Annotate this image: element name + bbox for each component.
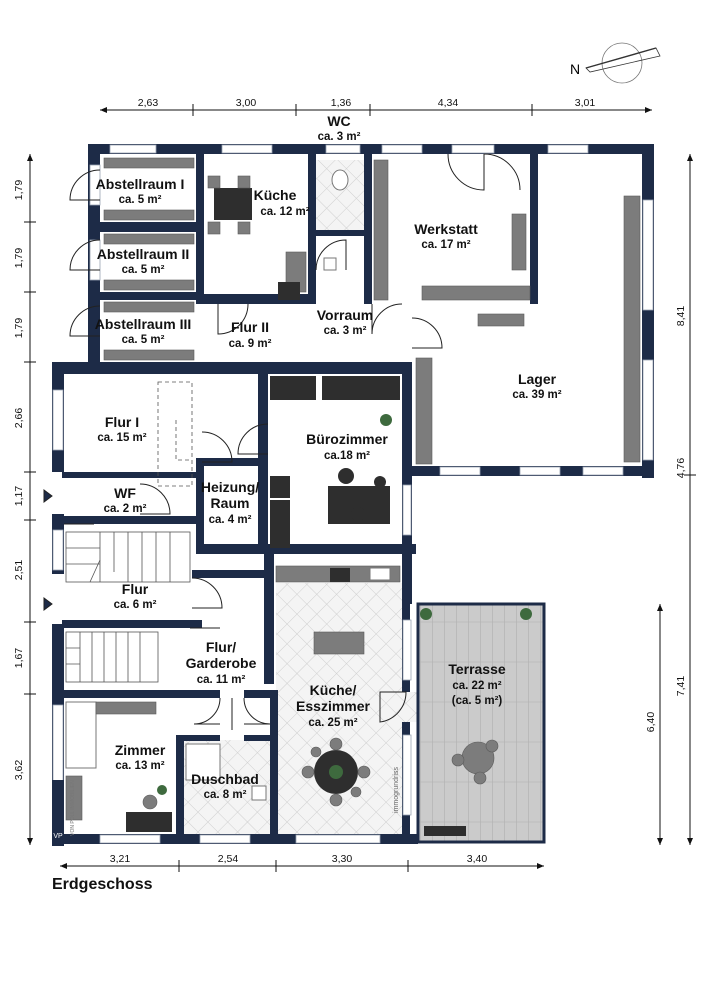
room-wc-name: WC <box>327 113 350 129</box>
dim-bottom-4: 3,40 <box>467 853 488 865</box>
dimension-lines <box>24 104 696 872</box>
room-zimmer-name: Zimmer <box>115 742 166 758</box>
dim-top-2: 3,00 <box>236 97 257 109</box>
floor-areas <box>60 150 652 844</box>
room-vorraum-area: ca. 3 m² <box>324 325 367 337</box>
dim-bottom-1: 3,21 <box>110 853 131 865</box>
dim-left-7: 1,67 <box>13 648 25 669</box>
floor-title: Erdgeschoss <box>52 876 153 893</box>
dim-right-2: 4,76 <box>675 458 687 479</box>
room-wf-area: ca. 2 m² <box>104 503 147 515</box>
stairs <box>65 381 193 683</box>
room-labels: Abstellraum I ca. 5 m² Abstellraum II ca… <box>95 113 562 801</box>
room-flur2-name: Flur II <box>231 319 269 335</box>
compass-north-label: N <box>570 61 580 77</box>
room-garderobe-area: ca. 11 m² <box>197 674 246 686</box>
logo: VP VON POLL IMMOBILIEN <box>52 780 76 840</box>
dim-left-5: 1,17 <box>13 486 25 507</box>
room-terrasse-name: Terrasse <box>448 661 506 677</box>
room-abstell2-name: Abstellraum II <box>97 246 190 262</box>
room-garderobe-name-2: Garderobe <box>186 655 257 671</box>
room-buero-name: Bürozimmer <box>306 431 388 447</box>
dim-top-1: 2,63 <box>138 97 159 109</box>
plant-icons <box>157 414 532 795</box>
logo-mark: VP <box>53 833 63 840</box>
dim-top-3: 1,36 <box>331 97 352 109</box>
room-abstell1-name: Abstellraum I <box>96 176 185 192</box>
room-flur2-area: ca. 9 m² <box>229 338 272 350</box>
room-buero-area: ca.18 m² <box>324 450 370 462</box>
room-wc-area: ca. 3 m² <box>318 131 361 143</box>
dim-left-3: 1,79 <box>13 318 25 339</box>
windows <box>52 144 654 844</box>
room-abstell2-area: ca. 5 m² <box>122 264 165 276</box>
doors <box>43 153 521 730</box>
dim-left-4: 2,66 <box>13 408 25 429</box>
room-flur-name: Flur <box>122 581 149 597</box>
dim-left-8: 3,62 <box>13 760 25 781</box>
room-flur1-area: ca. 15 m² <box>97 432 146 444</box>
room-kueche-name: Küche <box>254 187 297 203</box>
dim-terrace-2: 7,41 <box>675 676 687 697</box>
room-flur1-name: Flur I <box>105 414 139 430</box>
room-essen-area: ca. 25 m² <box>308 717 357 729</box>
dimension-labels: 2,63 3,00 1,36 4,34 3,01 3,21 2,54 3,30 … <box>13 97 687 865</box>
room-duschbad-name: Duschbad <box>191 771 259 787</box>
room-flur-area: ca. 6 m² <box>114 599 157 611</box>
dim-top-5: 3,01 <box>575 97 596 109</box>
room-duschbad-area: ca. 8 m² <box>204 789 247 801</box>
dim-top-4: 4,34 <box>438 97 459 109</box>
dim-left-2: 1,79 <box>13 248 25 269</box>
room-abstell3-name: Abstellraum III <box>95 316 191 332</box>
dim-terrace-1: 6,40 <box>645 712 657 733</box>
watermark: immogrundriss <box>393 767 400 813</box>
room-terrasse-area2: (ca. 5 m²) <box>452 695 503 707</box>
room-abstell1-area: ca. 5 m² <box>119 194 162 206</box>
room-heizung-name-2: Raum <box>211 495 250 511</box>
dim-bottom-3: 3,30 <box>332 853 353 865</box>
dim-left-1: 1,79 <box>13 180 25 201</box>
room-zimmer-area: ca. 13 m² <box>115 760 164 772</box>
terrace-deck <box>416 602 546 844</box>
room-essen-name-2: Esszimmer <box>296 698 370 714</box>
room-garderobe-name-1: Flur/ <box>206 639 236 655</box>
dim-bottom-2: 2,54 <box>218 853 239 865</box>
room-terrasse-area: ca. 22 m² <box>452 680 501 692</box>
room-lager-area: ca. 39 m² <box>512 389 561 401</box>
furniture <box>65 157 641 836</box>
room-abstell3-area: ca. 5 m² <box>122 334 165 346</box>
dim-left-6: 2,51 <box>13 560 25 581</box>
room-essen-name-1: Küche/ <box>310 682 357 698</box>
room-heizung-name-1: Heizung/ <box>201 479 259 495</box>
room-lager-name: Lager <box>518 371 557 387</box>
room-heizung-area: ca. 4 m² <box>209 514 252 526</box>
dim-right-1: 8,41 <box>675 306 687 327</box>
room-wf-name: WF <box>114 485 136 501</box>
compass-icon: N <box>570 42 661 84</box>
room-kueche-area: ca. 12 m² <box>260 206 309 218</box>
logo-text: VON POLL IMMOBILIEN <box>70 780 76 836</box>
room-werkstatt-area: ca. 17 m² <box>421 239 470 251</box>
room-vorraum-name: Vorraum <box>317 307 374 323</box>
room-werkstatt-name: Werkstatt <box>414 221 478 237</box>
